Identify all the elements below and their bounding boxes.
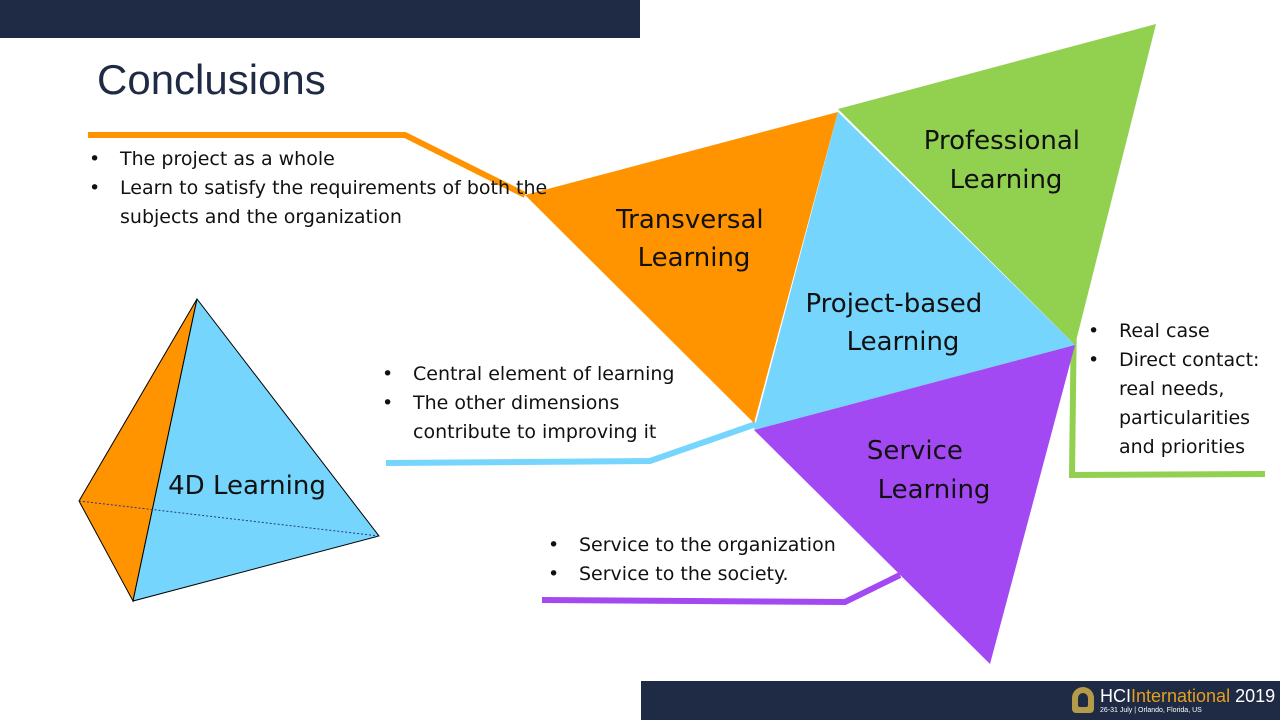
list-item: Learn to satisfy the requirements of bot… xyxy=(89,174,549,232)
transversal-label: Transversal Learning xyxy=(615,205,772,273)
logo-subtitle: 26-31 July | Orlando, Florida, US xyxy=(1100,706,1202,714)
project-bullets: Central element of learning The other di… xyxy=(382,360,722,447)
list-item: Service to the society. xyxy=(548,560,868,589)
professional-triangle xyxy=(838,24,1156,345)
footer-bar xyxy=(641,681,1280,720)
list-item: Real case xyxy=(1088,317,1268,346)
list-item: Direct contact: real needs, particularit… xyxy=(1088,346,1268,462)
logo-title: HCIInternational 2019 xyxy=(1100,685,1276,706)
project-triangle xyxy=(754,112,1075,430)
list-item: Service to the organization xyxy=(548,531,868,560)
tetra-front-face xyxy=(132,297,380,602)
service-connector xyxy=(541,572,902,606)
professional-bullets: Real case Direct contact: real needs, pa… xyxy=(1088,317,1268,462)
service-bullets: Service to the organization Service to t… xyxy=(548,531,868,589)
professional-connector xyxy=(1068,309,1266,479)
hci-head-logo-icon xyxy=(1072,687,1094,713)
tetrahedron: 4D Learning xyxy=(78,297,380,603)
list-item: Central element of learning xyxy=(382,360,722,389)
header-bar xyxy=(0,0,640,38)
transversal-bullets: The project as a whole Learn to satisfy … xyxy=(89,145,549,232)
project-label: Project-based Learning xyxy=(805,289,990,357)
tetra-label: 4D Learning xyxy=(168,471,326,501)
service-label: Service Learning xyxy=(867,436,991,505)
list-item: The other dimensions contribute to impro… xyxy=(382,389,722,447)
professional-label: Professional Learning xyxy=(924,126,1089,195)
list-item: The project as a whole xyxy=(89,145,549,174)
transversal-triangle xyxy=(525,112,838,423)
slide-title: Conclusions xyxy=(97,56,326,103)
service-triangle xyxy=(754,345,1075,664)
conference-logo: HCIInternational 2019 26-31 July | Orlan… xyxy=(1072,683,1275,717)
